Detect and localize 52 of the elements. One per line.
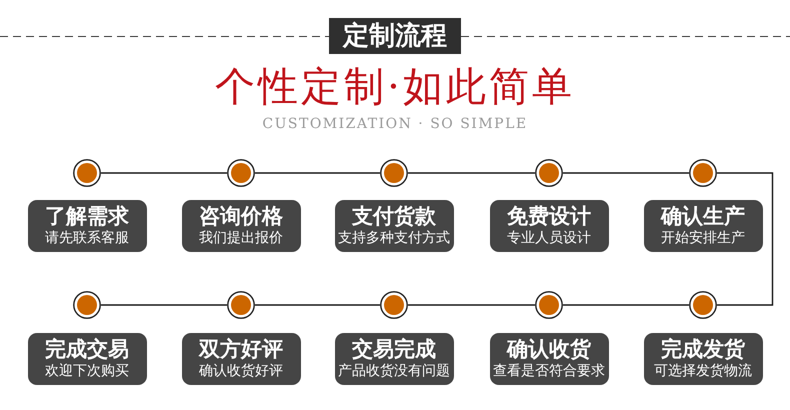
step-card xyxy=(182,200,300,252)
step-title: 支付货款 xyxy=(352,204,436,228)
step-subtitle: 欢迎下次购买 xyxy=(45,362,129,380)
step-card xyxy=(182,333,300,385)
headline: 个性定制·如此简单 xyxy=(215,64,575,110)
step-title: 完成发货 xyxy=(661,336,745,362)
step-card xyxy=(334,333,454,385)
step-card xyxy=(28,200,146,252)
step-title: 确认生产 xyxy=(661,204,745,228)
connector-line xyxy=(255,172,380,174)
step-card xyxy=(490,200,608,252)
connector-line xyxy=(101,304,227,306)
step-card xyxy=(28,333,146,385)
step-subtitle: 我们提出报价 xyxy=(199,228,283,246)
step-dot xyxy=(73,159,101,187)
step-subtitle: 确认收货好评 xyxy=(199,362,283,380)
step-dot xyxy=(227,291,255,319)
step-dot xyxy=(689,291,717,319)
title-tag: 定制流程 xyxy=(329,18,461,54)
connector-line xyxy=(255,304,380,306)
step-dot xyxy=(689,159,717,187)
step-subtitle: 专业人员设计 xyxy=(507,228,591,246)
step-dot xyxy=(227,159,255,187)
step-card xyxy=(644,333,762,385)
step-title: 完成交易 xyxy=(45,336,129,362)
step-card xyxy=(334,200,454,252)
step-subtitle: 支持多种支付方式 xyxy=(338,228,450,246)
step-title: 了解需求 xyxy=(45,204,129,228)
connector-line xyxy=(101,172,227,174)
step-dot xyxy=(380,159,408,187)
connector-line xyxy=(563,172,689,174)
connector-line xyxy=(717,172,774,306)
connector-line xyxy=(408,304,535,306)
step-subtitle: 可选择发货物流 xyxy=(654,362,752,380)
step-subtitle: 查看是否符合要求 xyxy=(493,362,605,380)
step-dot xyxy=(380,291,408,319)
connector-line xyxy=(563,304,689,306)
step-title: 双方好评 xyxy=(199,336,283,362)
step-title: 交易完成 xyxy=(352,336,436,362)
step-title: 确认收货 xyxy=(507,336,591,362)
step-subtitle: 产品收货没有问题 xyxy=(338,362,450,380)
step-dot xyxy=(73,291,101,319)
step-card xyxy=(644,200,762,252)
step-title: 咨询价格 xyxy=(199,204,283,228)
step-title: 免费设计 xyxy=(507,204,591,228)
tagline: CUSTOMIZATION · SO SIMPLE xyxy=(262,116,528,132)
step-dot xyxy=(535,291,563,319)
step-dot xyxy=(535,159,563,187)
step-subtitle: 开始安排生产 xyxy=(661,228,745,246)
step-subtitle: 请先联系客服 xyxy=(45,228,129,246)
step-card xyxy=(490,333,608,385)
connector-line xyxy=(408,172,535,174)
